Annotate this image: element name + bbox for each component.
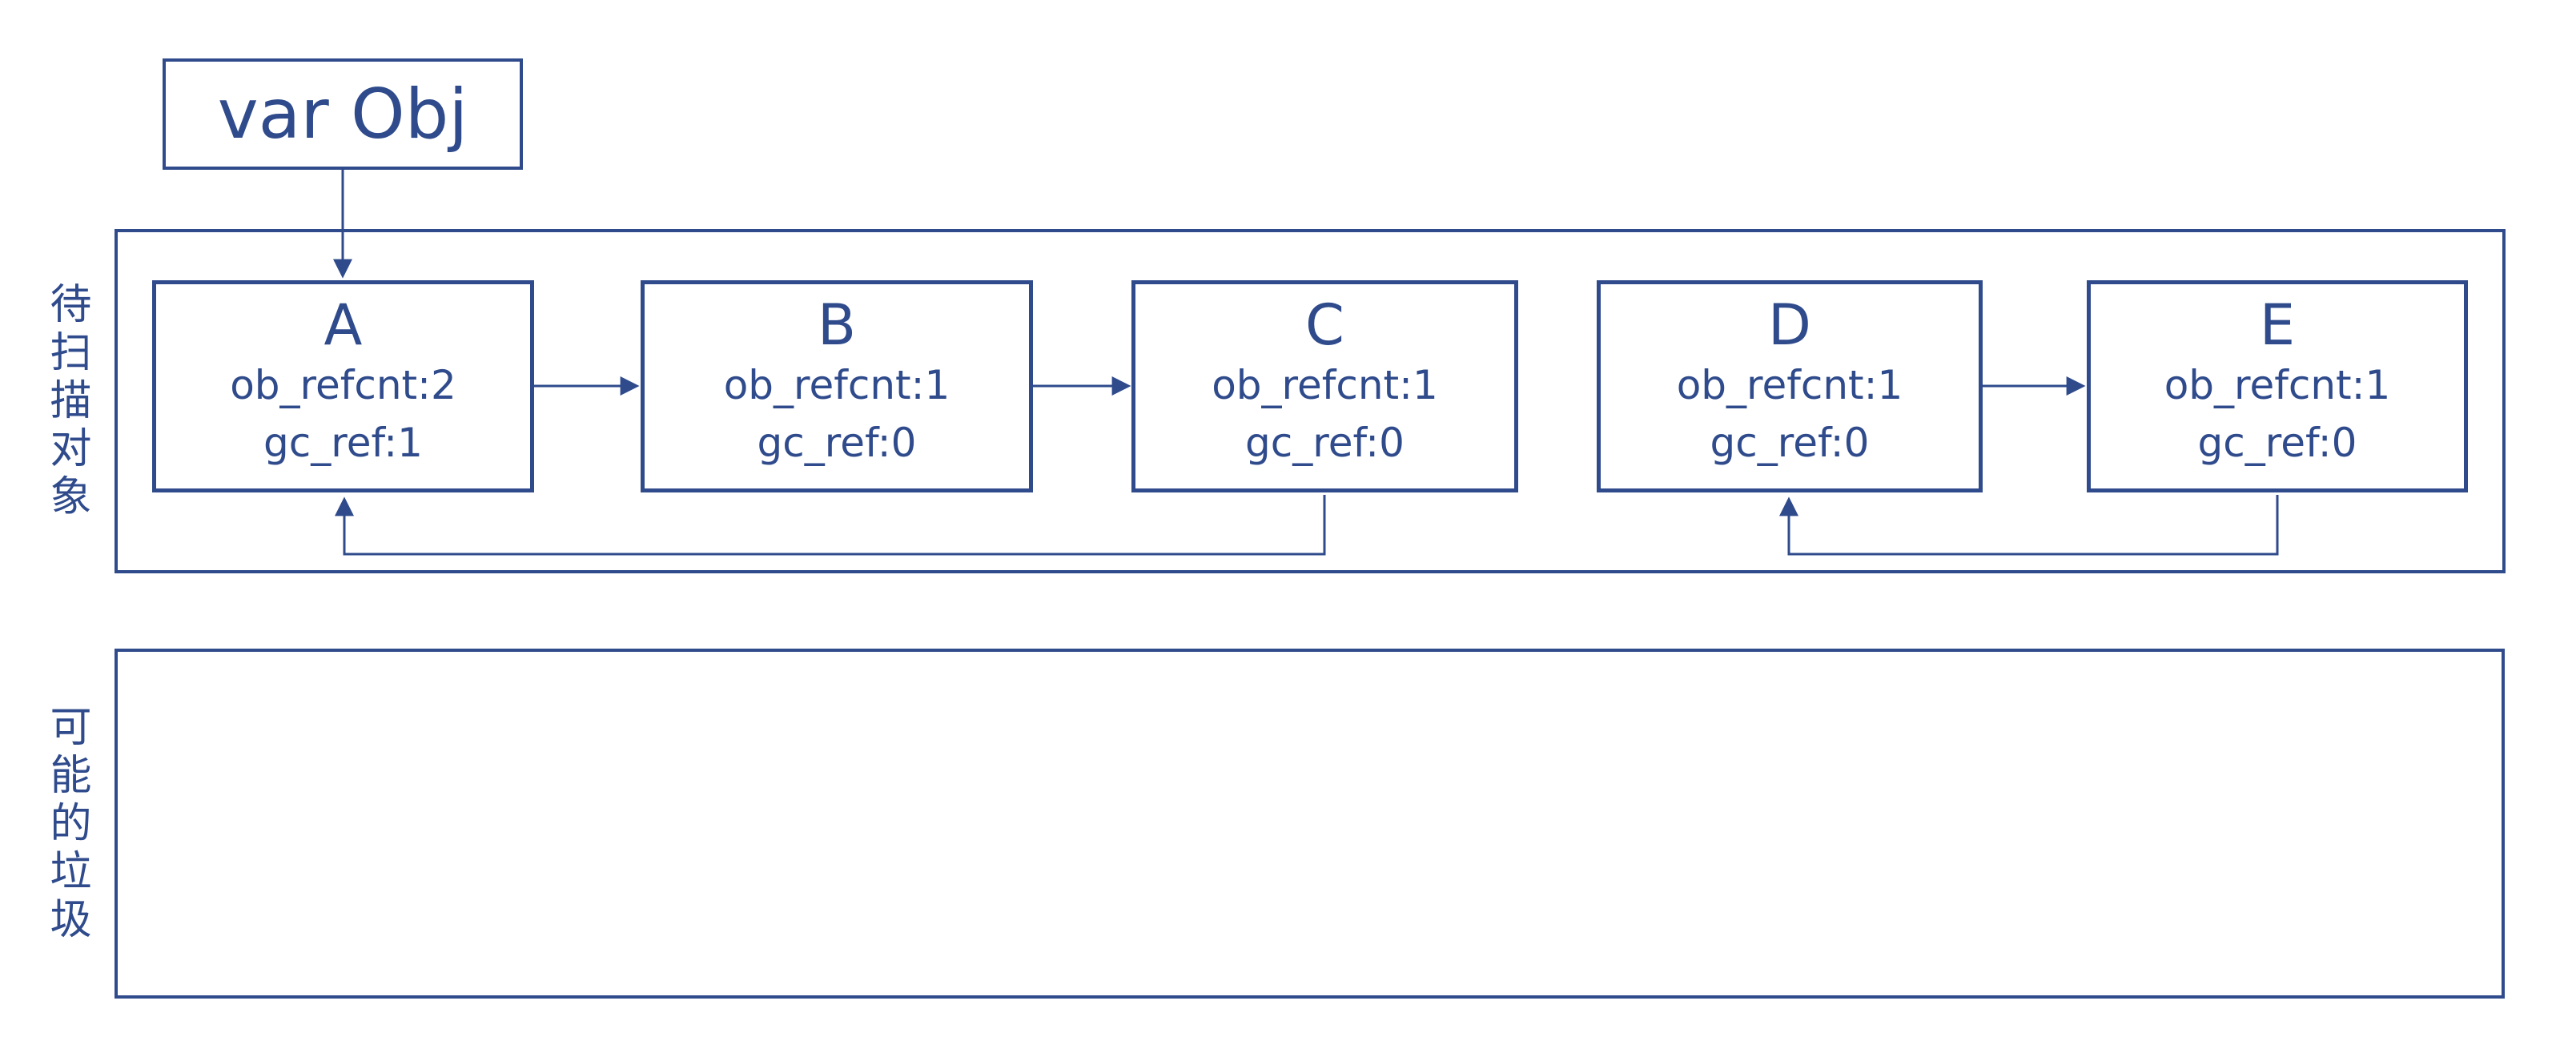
node-title: B: [817, 292, 857, 358]
node-b: B ob_refcnt:1 gc_ref:0: [641, 280, 1033, 492]
node-gcref: gc_ref:0: [1710, 420, 1870, 466]
node-a: A ob_refcnt:2 gc_ref:1: [152, 280, 534, 492]
node-e: E ob_refcnt:1 gc_ref:0: [2087, 280, 2468, 492]
node-refcnt: ob_refcnt:1: [2164, 362, 2391, 408]
node-title: C: [1305, 292, 1344, 358]
node-title: A: [324, 292, 363, 358]
garbage-area-label: 可能的垃圾: [42, 705, 90, 945]
node-refcnt: ob_refcnt:2: [230, 362, 456, 408]
scan-area-label: 待扫描对象: [42, 282, 90, 522]
scan-area-container: [115, 229, 2506, 573]
node-gcref: gc_ref:1: [263, 420, 423, 466]
node-d: D ob_refcnt:1 gc_ref:0: [1597, 280, 1983, 492]
var-obj-label: var Obj: [217, 74, 468, 155]
node-gcref: gc_ref:0: [2197, 420, 2357, 466]
node-refcnt: ob_refcnt:1: [1212, 362, 1438, 408]
node-title: E: [2259, 292, 2296, 358]
node-refcnt: ob_refcnt:1: [723, 362, 950, 408]
node-refcnt: ob_refcnt:1: [1676, 362, 1903, 408]
node-c: C ob_refcnt:1 gc_ref:0: [1131, 280, 1518, 492]
node-title: D: [1768, 292, 1811, 358]
garbage-area-container: [115, 649, 2505, 999]
var-obj-box: var Obj: [163, 58, 523, 170]
node-gcref: gc_ref:0: [757, 420, 917, 466]
node-gcref: gc_ref:0: [1245, 420, 1405, 466]
